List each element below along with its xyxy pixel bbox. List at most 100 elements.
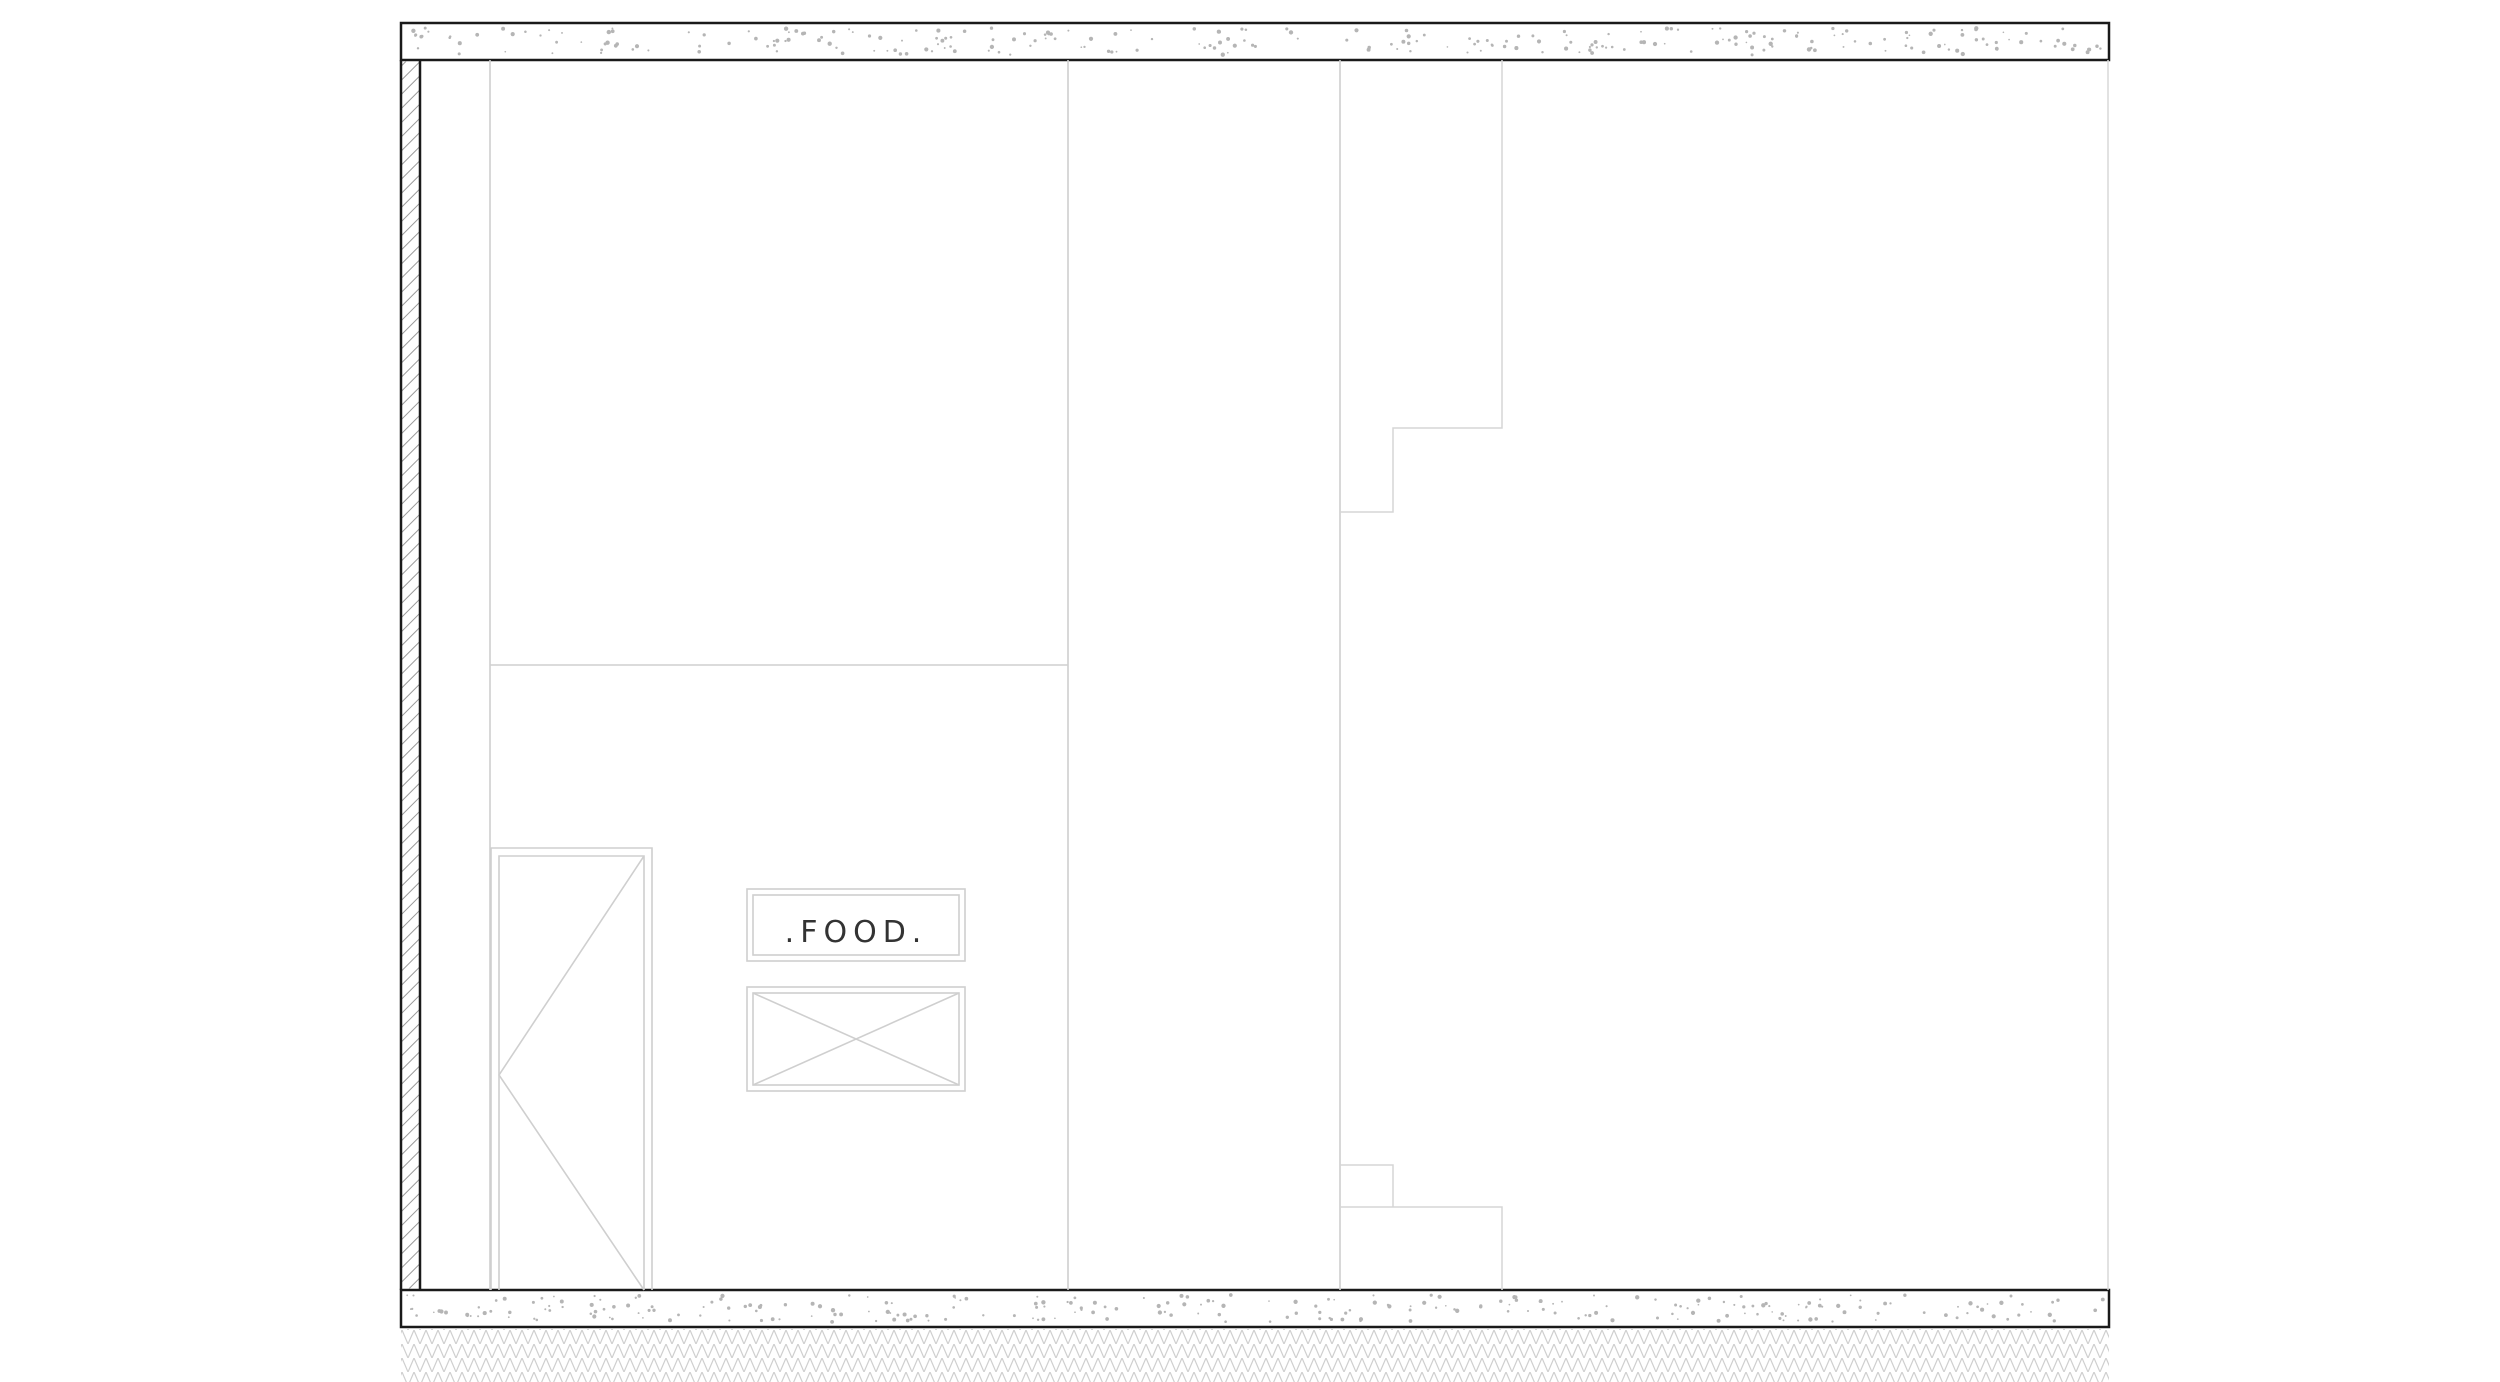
concrete-speckle [1921,50,1926,55]
concrete-speckle [2085,50,2090,55]
concrete-speckle [561,1305,564,1309]
food-sign: .FOOD. [746,888,966,962]
concrete-speckle [1780,1312,1784,1316]
concrete-speckle [904,52,909,56]
concrete-speckle [1590,43,1594,47]
concrete-speckle [1654,1298,1657,1301]
concrete-speckle [1999,1300,2004,1305]
concrete-speckle [2073,43,2077,48]
concrete-speckle [952,1294,956,1298]
concrete-speckle [748,1303,753,1307]
concrete-speckle [1179,1293,1184,1298]
concrete-speckle [1044,37,1047,40]
concrete-speckle [1514,1298,1519,1302]
concrete-speckle [2008,38,2010,41]
concrete-speckle [1640,30,1642,33]
concrete-speckle [1937,44,1942,48]
concrete-speckle [1408,1319,1413,1323]
concrete-speckle [1163,1310,1167,1314]
concrete-speckle [559,1299,564,1304]
concrete-speckle [611,27,614,30]
concrete-speckle [1652,41,1658,47]
concrete-speckle [637,1294,642,1298]
concrete-speckle [2047,1312,2052,1317]
concrete-speckle [898,52,903,56]
concrete-speckle [2056,38,2060,43]
concrete-speckle [1635,1295,1640,1300]
concrete-speckle [1409,1305,1412,1308]
concrete-speckle [1359,1319,1362,1323]
crossed-panel [746,986,966,1092]
concrete-speckle [1986,1303,1989,1305]
concrete-speckle [783,26,789,31]
concrete-speckle [1610,1318,1615,1323]
concrete-speckle [1955,1316,1959,1320]
concrete-speckle [1243,39,1246,42]
concrete-speckle [1748,34,1752,38]
concrete-speckle [1994,46,1999,51]
concrete-speckle [1593,40,1598,44]
concrete-speckle [1768,1305,1771,1308]
concrete-speckle [1485,39,1489,42]
concrete-speckle [952,49,957,54]
concrete-speckle [1696,1298,1701,1303]
concrete-speckle [1944,1313,1948,1317]
concrete-speckle [1318,1317,1322,1321]
concrete-speckle [668,1318,672,1323]
concrete-speckle [1762,48,1766,52]
concrete-speckle [1985,43,1989,46]
concrete-speckle [833,1312,837,1317]
top-slab [399,21,2111,62]
concrete-speckle [540,1296,544,1300]
concrete-speckle [1676,1318,1679,1320]
concrete-speckle [1404,28,1409,33]
concrete-speckle [1446,46,1449,48]
concrete-speckle [1165,1301,1170,1305]
concrete-speckle [1516,34,1521,38]
concrete-speckle [1797,1303,1800,1306]
concrete-speckle [1240,27,1244,31]
concrete-speckle [710,1300,714,1304]
concrete-speckle [2051,1300,2055,1304]
concrete-speckle [1110,50,1114,54]
concrete-speckle [902,1312,907,1317]
concrete-speckle [1569,40,1573,44]
concrete-speckle [1782,29,1787,33]
concrete-speckle [1821,1305,1824,1308]
concrete-speckle [1198,43,1201,45]
concrete-speckle [1762,35,1766,39]
concrete-speckle [1686,1307,1689,1310]
concrete-speckle [866,1296,869,1298]
concrete-speckle [1490,43,1494,47]
concrete-speckle [1805,1305,1808,1308]
concrete-speckle [1514,1295,1518,1299]
concrete-speckle [1505,39,1508,43]
concrete-speckle [962,29,967,33]
concrete-speckle [1043,1305,1046,1308]
concrete-speckle [1968,1301,1973,1306]
concrete-speckle [2021,1303,2024,1306]
concrete-speckle [989,26,994,30]
concrete-speckle [1814,1317,1818,1321]
concrete-speckle [1103,1305,1107,1309]
concrete-speckle [589,1302,594,1307]
concrete-speckle [1091,1310,1095,1315]
concrete-speckle [1429,1293,1433,1297]
concrete-speckle [1750,45,1755,50]
concrete-speckle [2053,44,2057,48]
concrete-speckle [766,44,770,48]
concrete-speckle [533,1317,536,1320]
concrete-speckle [482,1311,487,1316]
concrete-speckle [561,31,563,34]
concrete-speckle [510,32,515,37]
concrete-speckle [1268,1320,1272,1323]
concrete-speckle [1032,1317,1034,1320]
concrete-speckle [626,1303,631,1308]
concrete-speckle [613,43,618,48]
concrete-speckle [1073,1296,1077,1300]
concrete-speckle [1479,1304,1483,1308]
concrete-speckle [786,37,791,42]
concrete-speckle [589,1312,593,1315]
lower-stair-profile [1340,1164,1503,1290]
concrete-speckle [420,34,424,38]
